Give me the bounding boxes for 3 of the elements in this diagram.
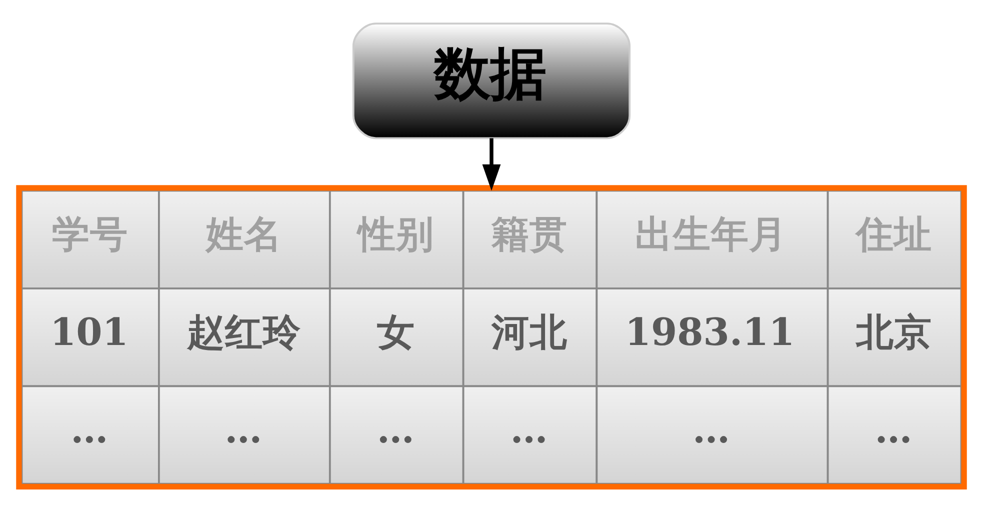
node-box: 数据 bbox=[352, 22, 631, 140]
arrow bbox=[482, 138, 501, 191]
node-box: 学号 姓名 性别 籍贯 出生年月 住址 101 赵红玲 女 河北 1983.11 北京 … … … … … … bbox=[16, 185, 967, 490]
